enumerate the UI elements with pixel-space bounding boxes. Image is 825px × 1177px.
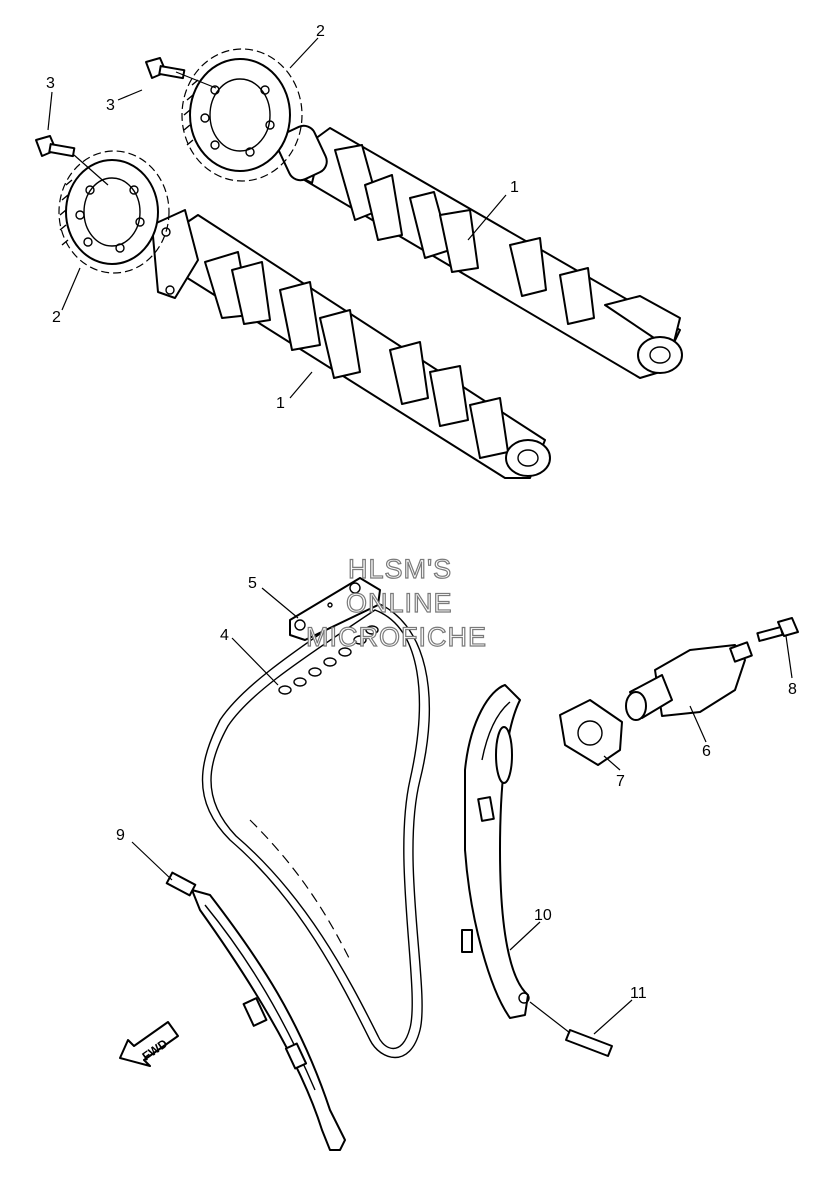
callout-guide-bolt: 9 bbox=[116, 827, 125, 844]
fwd-marker: FWD bbox=[119, 1021, 179, 1067]
guide-pin bbox=[529, 1001, 613, 1057]
chain-guide-top bbox=[289, 577, 381, 641]
callout-tensioner-bolt: 8 bbox=[788, 681, 797, 698]
bolt-lower bbox=[35, 135, 76, 158]
chain-guide-front bbox=[165, 871, 346, 1151]
watermark-line-3: MICROFICHE bbox=[306, 622, 487, 652]
tensioner-bolt bbox=[756, 617, 799, 642]
camshaft-lower bbox=[151, 209, 551, 479]
callout-bolt-upper: 3 bbox=[106, 97, 115, 114]
callout-chain: 4 bbox=[220, 627, 229, 644]
sprocket-lower bbox=[58, 150, 170, 274]
callout-bolt-lower: 3 bbox=[46, 75, 55, 92]
timing-chain bbox=[201, 599, 431, 1059]
camshaft-upper bbox=[276, 124, 683, 379]
callout-gasket: 7 bbox=[616, 773, 625, 790]
callout-camshaft-lower: 1 bbox=[276, 395, 285, 412]
leader-lines bbox=[47, 37, 793, 1035]
callout-pin: 11 bbox=[630, 985, 647, 1002]
watermark-line-1: HLSM'S bbox=[348, 554, 452, 584]
callout-tensioner: 6 bbox=[702, 743, 711, 760]
watermark-line-2: ONLINE bbox=[346, 588, 453, 618]
tensioner-gasket bbox=[559, 699, 623, 766]
callout-sprocket-upper: 2 bbox=[316, 23, 325, 40]
callout-guide-rear: 10 bbox=[534, 907, 552, 924]
callout-chain-guide-top: 5 bbox=[248, 575, 257, 592]
watermark: HLSM'S ONLINE MICROFICHE bbox=[305, 553, 487, 652]
bolt-upper bbox=[145, 57, 186, 80]
callouts: 1 1 2 2 3 3 4 5 6 7 8 9 10 11 bbox=[46, 23, 797, 1002]
chain-guide-rear bbox=[461, 684, 530, 1019]
chain-tensioner bbox=[625, 641, 753, 721]
callout-sprocket-lower: 2 bbox=[52, 309, 61, 326]
callout-camshaft-upper: 1 bbox=[510, 179, 519, 196]
